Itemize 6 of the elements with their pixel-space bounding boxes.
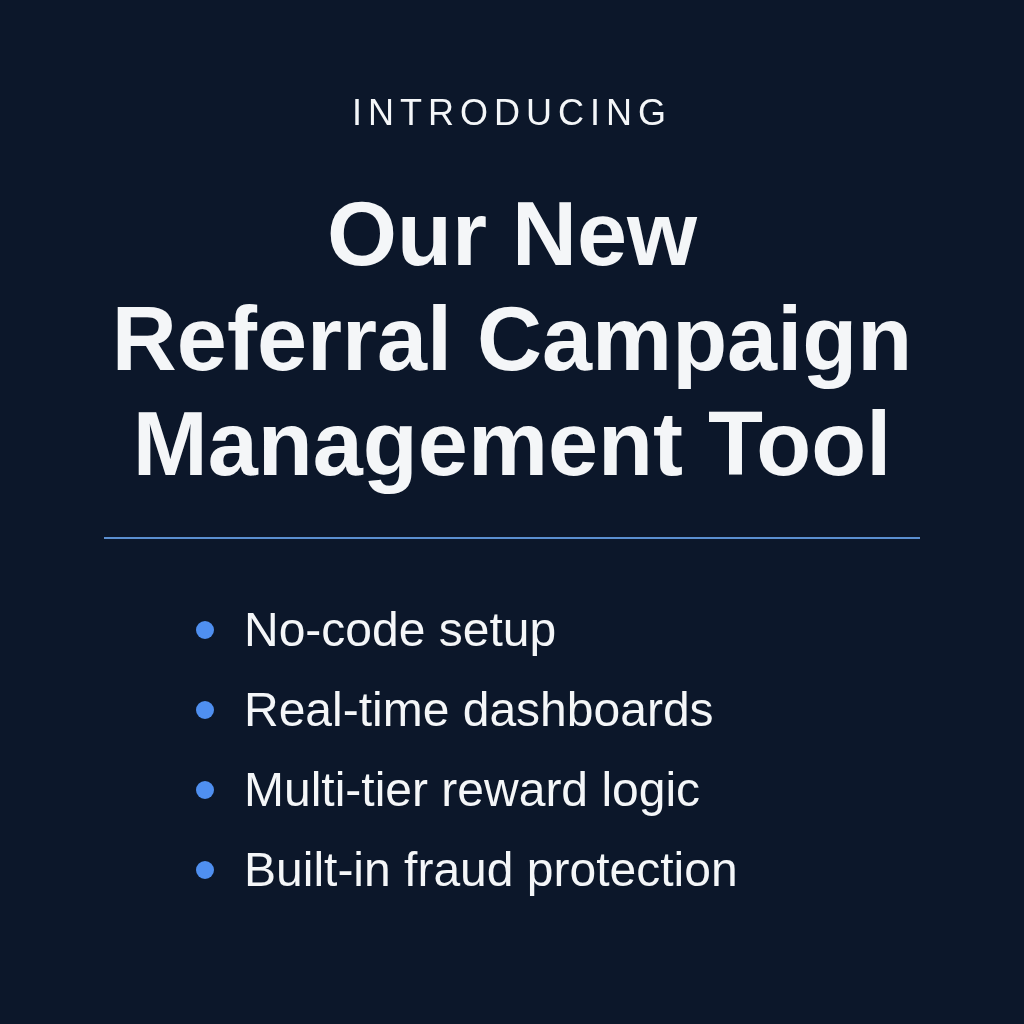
kicker-text: INTRODUCING — [352, 92, 672, 133]
list-item: No-code setup — [244, 602, 557, 658]
list-item: Real-time dashboards — [244, 682, 714, 738]
title: Our New Referral Campaign Management Tool — [111, 183, 913, 496]
list-item: Multi-tier reward logic — [244, 762, 701, 818]
list-item: Built-in fraud protection — [244, 842, 738, 898]
